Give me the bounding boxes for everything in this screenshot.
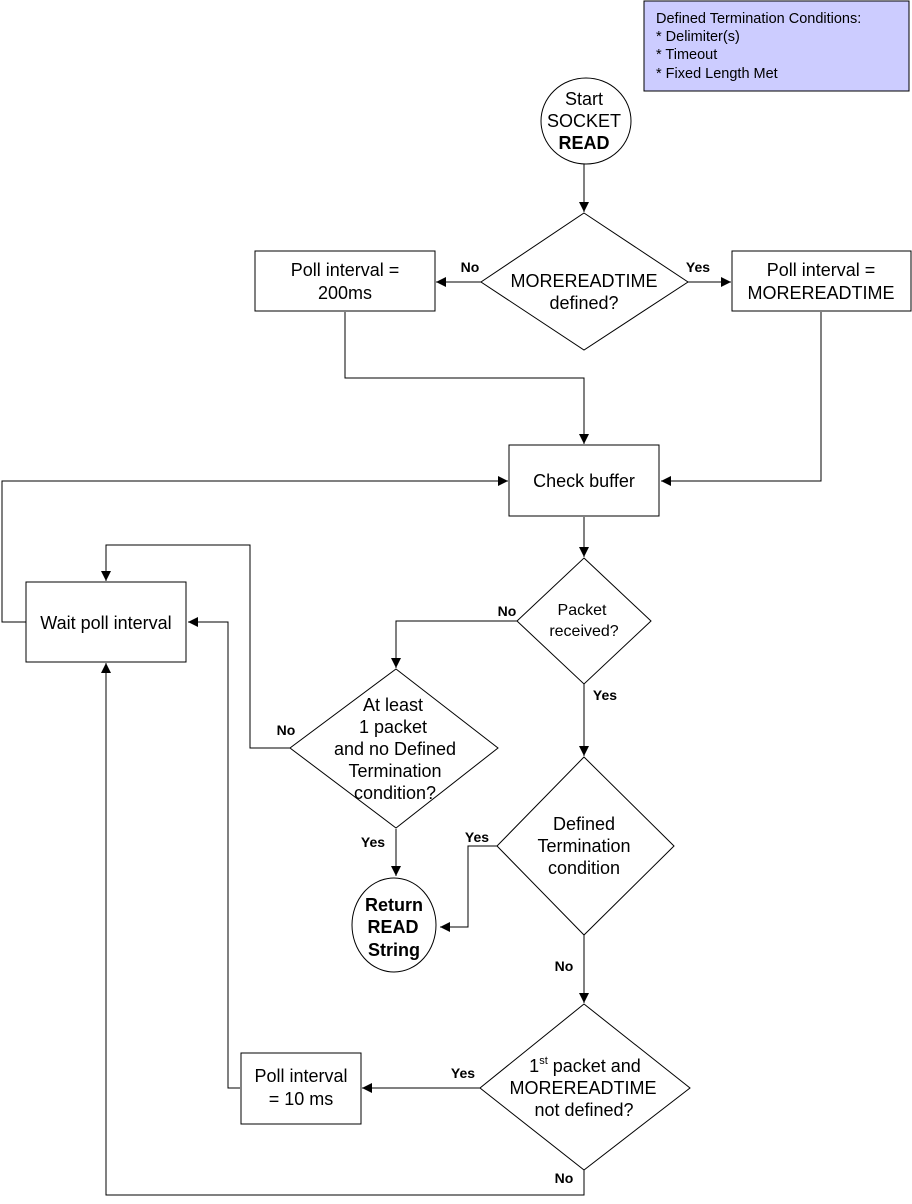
note-line-3: * Timeout [656,47,717,63]
check-buffer-node: Check buffer [508,444,660,517]
packet-line-2: received? [549,623,618,640]
first-line-2: MOREREADTIME [509,1078,656,1098]
poll-interval-moreread-node: Poll interval = MOREREADTIME [731,250,912,312]
label-moreread-no: No [461,259,480,275]
edge-poll10-to-wait [188,617,240,1089]
pollmore-line-2: MOREREADTIME [747,283,894,303]
edge-first-no [101,663,585,1196]
start-line-1: Start [565,89,603,109]
poll10-line-1: Poll interval [254,1066,347,1086]
packet-received-decision: Packet received? [516,557,652,685]
poll200-line-2: 200ms [318,283,372,303]
edge-labels: No Yes No Yes No Yes Yes No Yes No [277,259,711,1186]
label-moreread-yes: Yes [686,259,710,275]
label-first-yes: Yes [451,1065,475,1081]
defined-line-3: condition [548,858,620,878]
edge-defined-yes [440,845,497,932]
edge-poll200-to-check [344,312,589,444]
start-socket-read-node: Start SOCKET READ [540,77,632,165]
label-first-no: No [555,1170,574,1186]
atleast-line-5: condition? [354,783,436,803]
return-line-1: Return [365,895,423,915]
note-line-1: Defined Termination Conditions: [656,11,861,27]
start-line-3: READ [558,133,609,153]
check-buffer-label: Check buffer [533,471,635,491]
label-packet-yes: Yes [593,687,617,703]
edge-wait-to-check [1,476,508,623]
return-read-string-node: Return READ String [351,877,437,973]
defined-line-1: Defined [553,814,615,834]
moreread-line-2: defined? [549,293,618,313]
return-line-3: String [368,940,420,960]
first-line-1-rest: packet and [548,1056,641,1076]
wait-poll-label: Wait poll interval [40,613,171,633]
defined-line-2: Termination [537,836,630,856]
label-packet-no: No [498,603,517,619]
atleast-line-3: and no Defined [334,739,456,759]
connectors [1,164,822,1196]
edge-pollmore-to-check [661,312,822,486]
first-line-1-sup: st [539,1055,548,1067]
at-least-one-packet-decision: At least 1 packet and no Defined Termina… [289,668,499,829]
first-line-1-main: 1 [529,1056,539,1076]
atleast-line-4: Termination [348,761,441,781]
label-atleast-yes: Yes [361,834,385,850]
poll-interval-10-node: Poll interval = 10 ms [240,1052,362,1125]
label-atleast-no: No [277,722,296,738]
poll200-line-1: Poll interval = [291,260,400,280]
wait-poll-interval-node: Wait poll interval [25,581,187,663]
moreread-decision: MOREREADTIME defined? [480,212,689,351]
packet-line-1: Packet [558,602,607,619]
termination-conditions-note: Defined Termination Conditions: * Delimi… [643,0,910,92]
label-defined-no: No [555,958,574,974]
atleast-line-2: 1 packet [359,717,427,737]
atleast-line-1: At least [363,695,423,715]
return-line-2: READ [367,917,418,937]
defined-termination-decision: Defined Termination condition [496,756,675,936]
first-line-1: 1st packet and [529,1055,641,1076]
note-line-2: * Delimiter(s) [656,29,740,45]
edge-atleast-no [101,544,290,749]
first-line-3: not defined? [534,1100,633,1120]
pollmore-line-1: Poll interval = [767,260,876,280]
label-defined-yes: Yes [465,829,489,845]
first-packet-decision: 1st packet and MOREREADTIME not defined? [479,1003,691,1171]
edge-packet-no [391,620,517,668]
note-line-4: * Fixed Length Met [656,66,778,82]
start-line-2: SOCKET [547,111,621,131]
poll10-line-2: = 10 ms [269,1089,334,1109]
poll-interval-200-node: Poll interval = 200ms [254,250,436,312]
moreread-line-1: MOREREADTIME [510,271,657,291]
